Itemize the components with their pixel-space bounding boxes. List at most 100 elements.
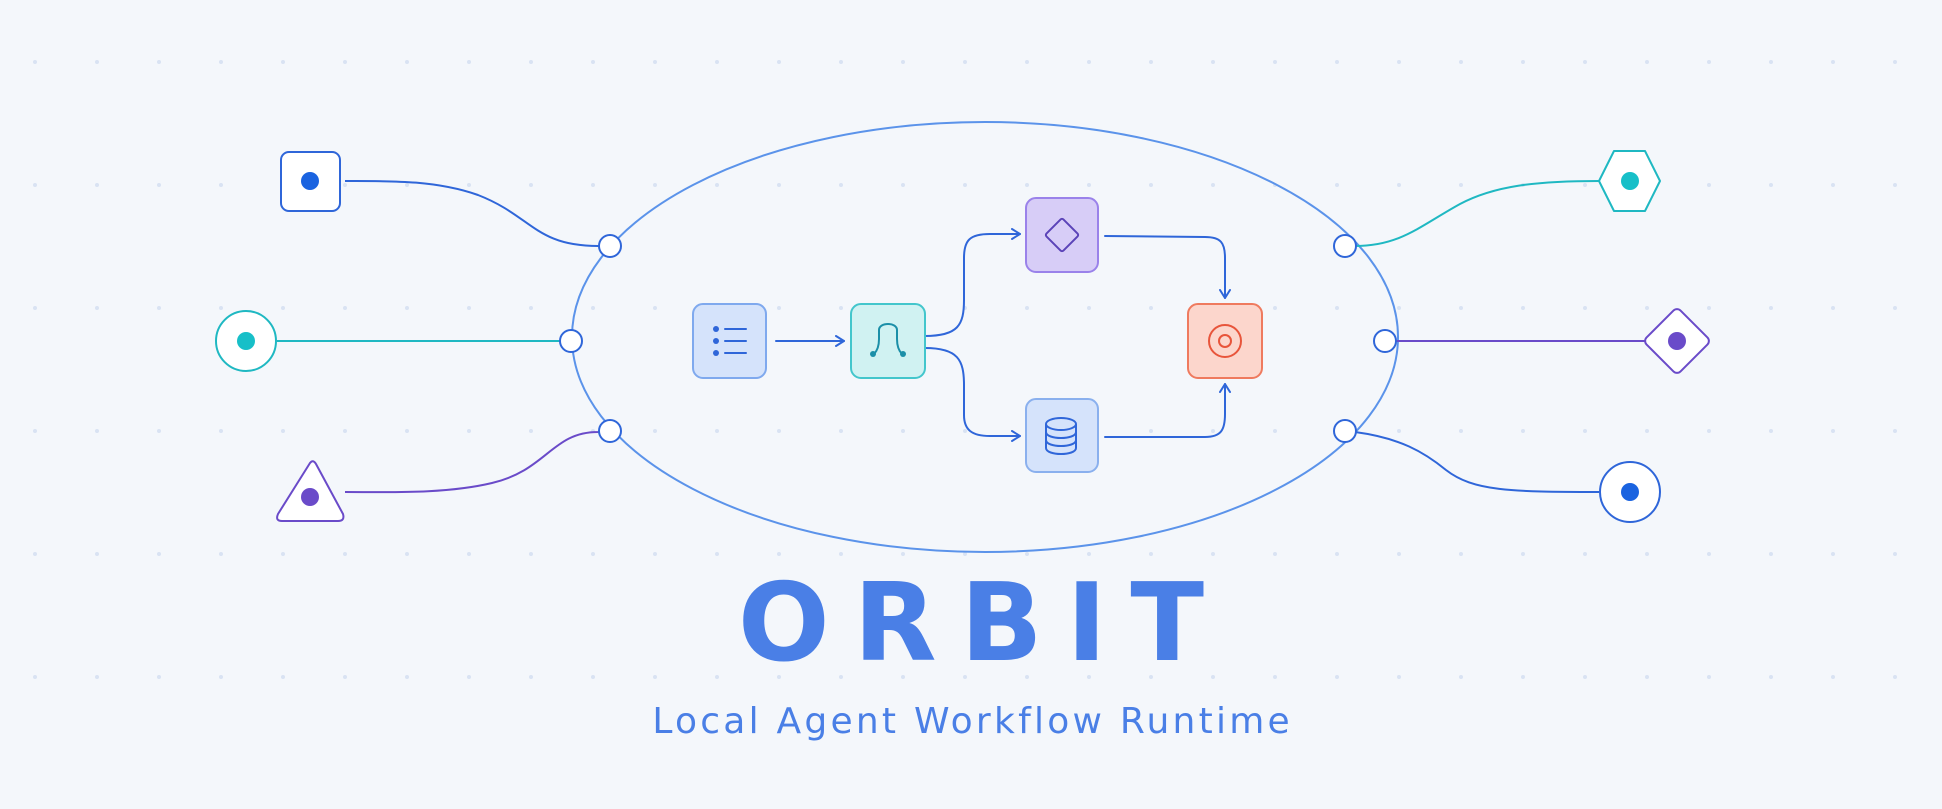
grid-dot: [715, 183, 719, 187]
grid-dot: [1273, 552, 1277, 556]
grid-dot: [1583, 60, 1587, 64]
grid-dot: [591, 552, 595, 556]
grid-dot: [777, 183, 781, 187]
diamond-dot-icon: [1644, 308, 1710, 374]
grid-dot: [715, 60, 719, 64]
grid-dot: [653, 429, 657, 433]
grid-dot: [1521, 60, 1525, 64]
grid-dot: [901, 675, 905, 679]
grid-dot: [405, 60, 409, 64]
grid-dot: [1459, 675, 1463, 679]
grid-dot: [839, 552, 843, 556]
grid-dot: [1149, 183, 1153, 187]
grid-dot: [1397, 552, 1401, 556]
grid-dot: [33, 306, 37, 310]
grid-dot: [1397, 183, 1401, 187]
grid-dot: [343, 552, 347, 556]
right-connectors: [1354, 180, 1646, 493]
grid-dot: [1087, 183, 1091, 187]
grid-dot: [1149, 60, 1153, 64]
grid-dot: [405, 552, 409, 556]
grid-dot: [1025, 675, 1029, 679]
grid-dot: [33, 183, 37, 187]
grid-dot: [95, 429, 99, 433]
grid-dot: [467, 675, 471, 679]
grid-dot: [1645, 306, 1649, 310]
connector-triangle: [344, 430, 610, 494]
grid-dot: [1149, 675, 1153, 679]
grid-dot: [95, 552, 99, 556]
grid-dot: [963, 552, 967, 556]
grid-dot: [1273, 675, 1277, 679]
grid-dot: [467, 306, 471, 310]
grid-dot: [1335, 675, 1339, 679]
grid-dot: [1211, 60, 1215, 64]
hexagon-dot-icon: [1598, 150, 1661, 212]
grid-dot: [219, 306, 223, 310]
grid-dot: [777, 429, 781, 433]
grid-dot: [529, 552, 533, 556]
grid-dot: [1087, 552, 1091, 556]
grid-dot: [1769, 306, 1773, 310]
grid-dot: [653, 675, 657, 679]
grid-dot: [219, 60, 223, 64]
grid-dot: [963, 183, 967, 187]
edge-router-to-decision: [924, 228, 1021, 337]
grid-dot: [1397, 60, 1401, 64]
grid-dot: [219, 183, 223, 187]
grid-dot: [467, 60, 471, 64]
port-right-bottom: [1333, 419, 1357, 443]
grid-dot: [1583, 183, 1587, 187]
port-right-mid: [1373, 329, 1397, 353]
grid-dot: [1521, 429, 1525, 433]
grid-dot: [591, 183, 595, 187]
grid-dot: [467, 552, 471, 556]
grid-dot: [1025, 183, 1029, 187]
grid-dot: [467, 183, 471, 187]
grid-dot: [591, 60, 595, 64]
grid-dot: [1645, 552, 1649, 556]
grid-dot: [839, 306, 843, 310]
grid-dot: [1211, 183, 1215, 187]
grid-dot: [963, 60, 967, 64]
grid-dot: [1335, 306, 1339, 310]
grid-dot: [1397, 675, 1401, 679]
diamond-icon: [1044, 217, 1080, 253]
grid-dot: [1707, 183, 1711, 187]
port-right-top: [1333, 234, 1357, 258]
grid-dot: [1893, 306, 1897, 310]
grid-dot: [1459, 306, 1463, 310]
grid-dot: [1459, 429, 1463, 433]
grid-dot: [343, 60, 347, 64]
grid-dot: [1025, 306, 1029, 310]
list-node: [692, 303, 767, 379]
grid-dot: [95, 306, 99, 310]
grid-dot: [1893, 60, 1897, 64]
grid-dot: [157, 675, 161, 679]
grid-dot: [281, 552, 285, 556]
grid-dot: [157, 552, 161, 556]
grid-dot: [1521, 552, 1525, 556]
grid-dot: [529, 306, 533, 310]
grid-dot: [1893, 552, 1897, 556]
grid-dot: [1707, 306, 1711, 310]
grid-dot: [1149, 306, 1153, 310]
grid-dot: [591, 306, 595, 310]
grid-dot: [1583, 306, 1587, 310]
grid-dot: [1831, 429, 1835, 433]
grid-dot: [1459, 183, 1463, 187]
grid-dot: [157, 183, 161, 187]
grid-dot: [1087, 306, 1091, 310]
grid-dot: [839, 183, 843, 187]
grid-dot: [219, 552, 223, 556]
grid-dot: [157, 429, 161, 433]
grid-dot: [343, 306, 347, 310]
grid-dot: [1645, 60, 1649, 64]
grid-dot: [1707, 60, 1711, 64]
lower-circle-dot-icon: [1599, 461, 1661, 523]
grid-dot: [1583, 429, 1587, 433]
edge-decision-to-output: [1104, 235, 1231, 299]
left-connectors: [277, 179, 610, 494]
grid-dot: [281, 306, 285, 310]
grid-dot: [1831, 60, 1835, 64]
